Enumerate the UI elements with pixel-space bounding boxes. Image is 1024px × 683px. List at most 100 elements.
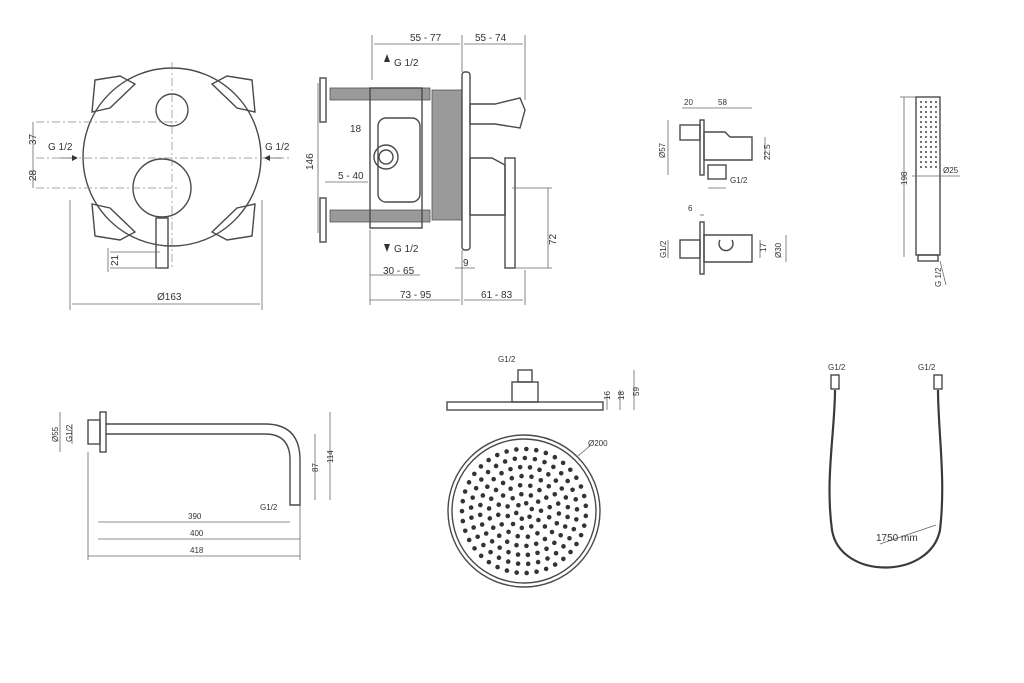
spray-nozzle bbox=[459, 508, 465, 514]
spray-nozzle bbox=[543, 450, 549, 456]
spray-nozzle bbox=[475, 534, 480, 540]
spray-nozzle bbox=[935, 101, 937, 103]
spray-nozzle bbox=[930, 126, 932, 128]
spray-nozzle bbox=[535, 530, 540, 536]
spray-nozzle bbox=[510, 496, 515, 501]
thread-left-label: G1/2 bbox=[828, 363, 846, 372]
spray-nozzle bbox=[935, 106, 937, 108]
spray-nozzle bbox=[519, 491, 524, 497]
hose-line bbox=[828, 389, 944, 569]
spray-nozzle bbox=[552, 540, 557, 546]
spray-nozzle bbox=[925, 166, 927, 168]
spray-nozzle bbox=[925, 111, 927, 113]
spray-nozzle bbox=[565, 478, 570, 484]
spray-nozzle bbox=[514, 570, 519, 575]
dim-28: 28 bbox=[28, 169, 39, 181]
dim-9: 9 bbox=[463, 258, 469, 269]
mounting-brackets bbox=[91, 75, 256, 241]
spray-nozzle bbox=[556, 511, 562, 516]
spray-nozzle bbox=[496, 502, 502, 508]
spray-nozzle bbox=[553, 550, 559, 556]
spray-nozzle bbox=[551, 464, 556, 470]
spray-nozzle bbox=[552, 562, 558, 567]
spray-nozzle bbox=[496, 533, 502, 539]
spray-nozzle bbox=[930, 116, 932, 118]
spray-nozzle bbox=[489, 539, 495, 544]
spray-nozzle bbox=[517, 482, 523, 488]
spray-nozzle bbox=[935, 121, 937, 123]
spray-nozzle bbox=[930, 146, 932, 148]
dim-18: 18 bbox=[617, 391, 626, 400]
shower-arm: Ø55 G1/2 87 114 390 G1/2 400 418 bbox=[51, 411, 335, 560]
spray-nozzle bbox=[920, 166, 922, 168]
wall-plate bbox=[461, 71, 471, 251]
spray-nozzle bbox=[478, 502, 483, 508]
spray-nozzle bbox=[528, 524, 534, 529]
spray-nozzle bbox=[930, 141, 932, 143]
shower-head-face bbox=[447, 434, 601, 588]
spray-nozzle bbox=[925, 101, 927, 103]
thread-left-label: G1/2 bbox=[65, 424, 74, 442]
spray-nozzle bbox=[505, 513, 511, 519]
spray-nozzle bbox=[495, 512, 501, 518]
spray-nozzle bbox=[468, 505, 474, 510]
spray-nozzle bbox=[920, 116, 922, 118]
dim-87: 87 bbox=[311, 463, 320, 472]
thread-label: G1/2 bbox=[498, 355, 516, 364]
dim-18: 18 bbox=[350, 124, 362, 135]
spray-nozzle bbox=[512, 456, 518, 462]
spray-nozzle bbox=[565, 514, 570, 520]
dim-198: 198 bbox=[900, 171, 909, 185]
spray-nozzle bbox=[535, 499, 541, 504]
spray-nozzle bbox=[504, 539, 510, 544]
holder-clip bbox=[718, 239, 734, 252]
spray-nozzle bbox=[935, 141, 937, 143]
spray-nozzle bbox=[571, 526, 577, 532]
spray-nozzle bbox=[525, 561, 531, 567]
spray-nozzle bbox=[515, 561, 521, 566]
dim-390: 390 bbox=[188, 512, 202, 521]
spray-nozzle bbox=[525, 534, 531, 540]
spray-nozzle bbox=[574, 475, 579, 481]
spray-nozzle bbox=[935, 116, 937, 118]
spray-nozzle bbox=[553, 478, 559, 483]
spray-nozzle bbox=[470, 495, 476, 500]
dim-59: 59 bbox=[632, 387, 641, 396]
spray-nozzle bbox=[574, 507, 580, 512]
spray-nozzle bbox=[568, 549, 573, 555]
spray-nozzle bbox=[516, 502, 521, 508]
spray-nozzle bbox=[499, 470, 504, 476]
spray-nozzle bbox=[529, 474, 534, 480]
spray-nozzle bbox=[920, 131, 922, 133]
dim-55-74: 55 - 74 bbox=[475, 33, 507, 44]
spray-nozzle bbox=[920, 136, 922, 138]
spray-nozzle bbox=[473, 485, 479, 491]
spray-nozzle bbox=[930, 111, 932, 113]
spray-nozzle bbox=[925, 151, 927, 153]
spray-nozzle bbox=[920, 146, 922, 148]
spray-nozzle bbox=[488, 496, 494, 502]
spray-nozzle bbox=[554, 520, 560, 526]
spray-nozzle bbox=[513, 510, 519, 516]
spray-nozzle bbox=[505, 504, 510, 509]
spray-nozzle bbox=[567, 467, 573, 473]
spray-nozzle bbox=[935, 166, 937, 168]
spray-nozzle bbox=[537, 487, 542, 493]
spray-nozzle bbox=[523, 501, 529, 506]
spray-nozzle bbox=[472, 546, 477, 551]
shower-head: G1/2 16 18 59 Ø200 bbox=[446, 355, 641, 588]
spray-nozzle bbox=[935, 131, 937, 133]
spray-nozzle bbox=[493, 463, 499, 469]
spray-nozzle bbox=[472, 471, 477, 477]
spray-nozzle bbox=[462, 489, 468, 494]
spray-nozzle bbox=[574, 517, 579, 522]
spray-nozzle bbox=[515, 552, 521, 557]
spray-nozzle bbox=[930, 106, 932, 108]
spray-nozzle bbox=[536, 517, 541, 523]
dim-6: 6 bbox=[688, 204, 693, 213]
dim-diameter-200: Ø200 bbox=[588, 439, 608, 448]
dim-55-77: 55 - 77 bbox=[410, 33, 442, 44]
outlet-bottom-label: G 1/2 bbox=[394, 244, 419, 255]
wall-outlet-holder: 20 58 Ø57 22.5 G1/2 6 G1/2 17 Ø30 bbox=[658, 98, 787, 275]
spray-nozzle bbox=[920, 151, 922, 153]
